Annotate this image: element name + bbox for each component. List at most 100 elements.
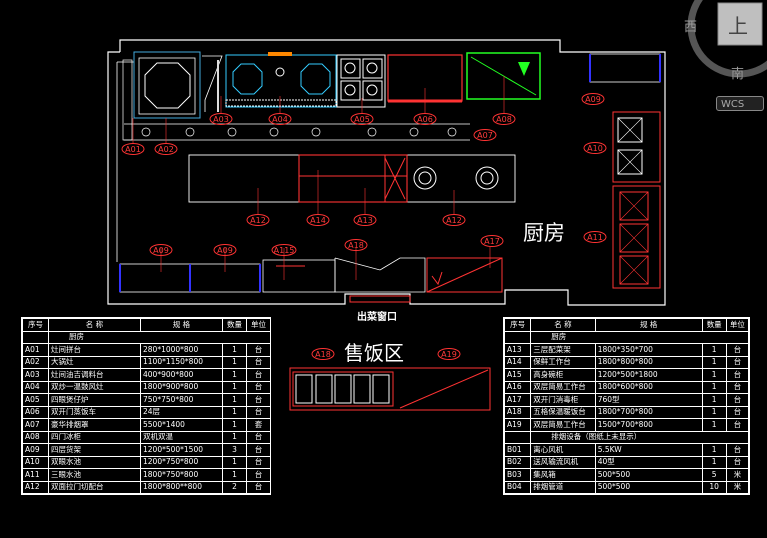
serving-counter [289,367,491,411]
item-code: A17 [503,393,532,407]
svg-text:A05: A05 [354,115,370,124]
svg-text:A12: A12 [250,216,266,225]
tag-A02: A02 [154,143,178,155]
item-code: A06 [22,405,49,419]
item-code: B02 [503,455,532,469]
item-unit: 台 [246,443,271,457]
item-qty: 1 [222,405,247,419]
item-code: A02 [22,355,49,369]
item-qty: 1 [701,418,727,432]
item-unit: 米 [725,468,750,482]
item-name: 四门冰柜 [48,430,141,444]
item-name: 灶间油吉调料台 [48,368,141,382]
item-code: A12 [22,480,49,494]
item-spec: 5500*1400 [140,418,223,432]
compass-top-label: 上 [728,14,748,38]
item-code: B04 [503,480,532,494]
item-qty: 2 [222,480,247,494]
equipment-A09-bottom [119,263,261,293]
item-code: A01 [22,343,49,357]
item-qty: 1 [701,343,727,357]
item-code: A19 [503,418,532,432]
section-row: 厨房 [48,330,271,344]
svg-text:A13: A13 [357,216,373,225]
item-code: A14 [503,355,532,369]
item-unit: 台 [246,480,271,494]
item-code: A09 [22,443,49,457]
item-name: 五格保温暖饭台 [530,405,596,419]
svg-text:A19: A19 [441,350,457,359]
equipment-A10 [612,111,661,183]
item-spec: 5.5KW [594,443,703,457]
tag-A17: A17 [480,235,504,247]
item-unit: 米 [725,480,750,494]
item-unit: 台 [725,455,750,469]
section-row: 厨房 [530,330,749,344]
item-unit: 台 [725,343,750,357]
tag-A09-bottom-2: A09 [213,244,237,256]
item-unit: 台 [725,355,750,369]
item-unit: 台 [725,418,750,432]
item-qty: 3 [222,443,247,457]
col-header: 单位 [725,318,750,332]
item-unit: 台 [246,405,271,419]
col-header: 序号 [503,318,532,332]
item-unit: 台 [246,380,271,394]
item-qty: 1 [222,380,247,394]
item-name: 双面拉门切配台 [48,480,141,494]
compass-west-label[interactable]: 西 [684,20,698,35]
item-spec: 40型 [594,455,703,469]
item-spec: 760型 [594,393,703,407]
item-name: 保鲜工作台 [530,355,596,369]
item-unit: 台 [246,355,271,369]
viewcube-compass[interactable]: 上 西 南 WCS [676,0,767,120]
item-qty: 5 [701,468,727,482]
col-header: 规 格 [594,318,703,332]
equipment-A04 [225,52,337,108]
item-code: A11 [22,468,49,482]
compass-south-label[interactable]: 南 [731,67,745,82]
tag-A13: A13 [353,214,377,226]
item-name: 双层简易工作台 [530,418,596,432]
svg-text:A06: A06 [417,115,433,124]
col-header: 规 格 [140,318,223,332]
item-unit: 台 [246,393,271,407]
item-qty: 1 [701,393,727,407]
item-qty: 1 [222,368,247,382]
item-name: 豪华排烟罩 [48,418,141,432]
item-name: 双眼水池 [48,455,141,469]
viewcube-top-face[interactable] [717,2,763,46]
item-code: B01 [503,443,532,457]
wcs-button[interactable]: WCS [716,96,764,111]
item-code: A18 [503,405,532,419]
kitchen-outer-wall [107,39,666,306]
item-name: 双开门消毒柜 [530,393,596,407]
item-spec: 1200*750*800 [140,455,223,469]
svg-text:A12: A12 [446,216,462,225]
item-spec: 1800*800*800 [594,355,703,369]
item-name: 四层货架 [48,443,141,457]
item-unit: 台 [725,405,750,419]
svg-text:A09: A09 [153,246,169,255]
item-name: 送风输流风机 [530,455,596,469]
item-name: 三层配菜架 [530,343,596,357]
item-qty: 10 [701,480,727,494]
item-unit: 套 [246,418,271,432]
tag-A08: A08 [492,113,516,125]
item-qty: 1 [701,455,727,469]
compass-ring-icon [687,0,767,78]
svg-text:A08: A08 [496,115,512,124]
item-name: 集风箱 [530,468,596,482]
